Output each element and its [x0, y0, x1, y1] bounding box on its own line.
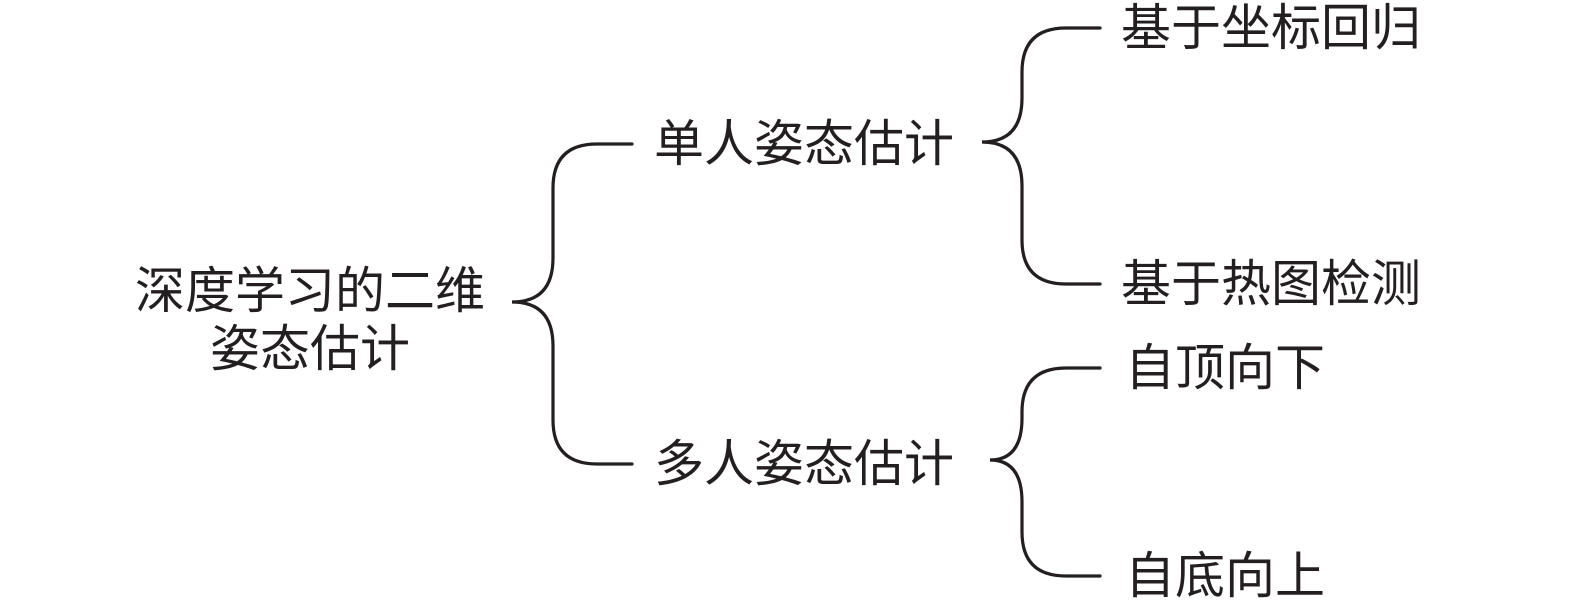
root-brace [511, 142, 634, 466]
multi-person-brace [989, 366, 1102, 578]
single-person-brace [981, 26, 1102, 286]
root-label-line1: 深度学习的二维 [135, 262, 485, 320]
root-label-line2: 姿态估计 [210, 320, 410, 378]
branch-single-person: 单人姿态估计 [654, 115, 954, 173]
leaf-coordinate-regression: 基于坐标回归 [1121, 0, 1421, 57]
leaf-bottom-up: 自底向上 [1125, 547, 1325, 605]
leaf-heatmap-detection: 基于热图检测 [1121, 255, 1421, 313]
leaf-top-down: 自顶向下 [1125, 339, 1325, 397]
root-node: 深度学习的二维 姿态估计 [110, 262, 510, 378]
branch-multi-person: 多人姿态估计 [654, 435, 954, 493]
